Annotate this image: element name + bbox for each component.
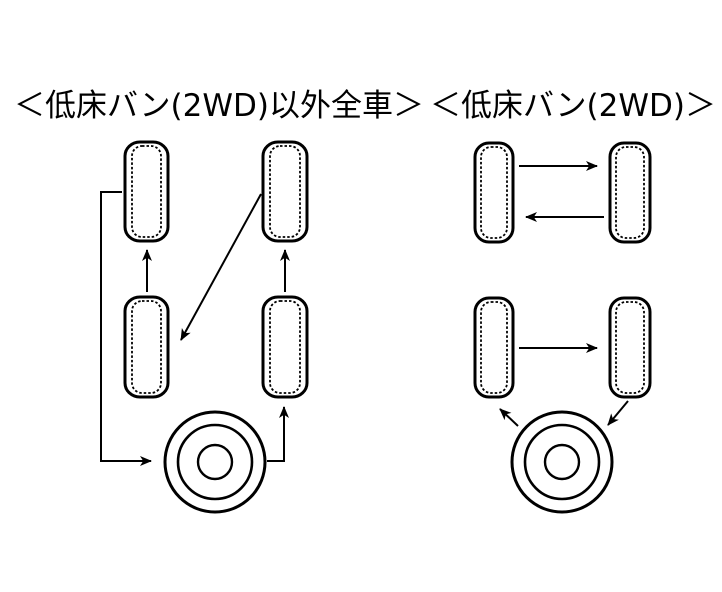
diagram-title-low-floor-van: ＜低床バン(2WD)＞	[430, 88, 716, 124]
spare-middle-ring	[176, 423, 254, 501]
tire-rear-left	[473, 296, 515, 399]
tire-front-left	[473, 141, 515, 244]
tire-tread	[615, 146, 645, 239]
tire-outline	[123, 140, 170, 243]
tire-tread	[131, 300, 162, 394]
tire-outline	[261, 140, 309, 243]
tire-rear-right	[608, 296, 652, 399]
tire-outline	[261, 295, 309, 399]
spare-hub-ring	[196, 443, 234, 481]
tire-outline	[473, 296, 515, 399]
spare-outer-ring	[163, 410, 267, 514]
arrow-spare-to-rear-left	[499, 408, 519, 427]
tire-outline	[608, 296, 652, 399]
tire-outline	[608, 141, 652, 244]
diagram-title-standard: ＜低床バン(2WD)以外全車＞	[14, 88, 424, 124]
tire-outline	[473, 141, 515, 244]
tire-rear-right	[261, 295, 309, 399]
tire-outline	[123, 295, 170, 399]
spare-tire	[510, 410, 614, 514]
tire-tread	[615, 301, 645, 394]
tire-tread	[131, 145, 162, 238]
arrow-front-left-to-spare	[100, 191, 152, 466]
spare-hub-ring	[543, 443, 581, 481]
tire-tread	[269, 145, 301, 238]
spare-middle-ring	[523, 423, 601, 501]
arrow-rear-right-to-spare	[607, 400, 629, 426]
tire-front-right	[261, 140, 309, 243]
tire-rear-left	[123, 295, 170, 399]
spare-outer-ring	[510, 410, 614, 514]
diagram-standard-rotation	[100, 140, 309, 514]
tire-front-left	[123, 140, 170, 243]
diagram-low-floor-van-rotation	[473, 141, 652, 514]
tire-tread	[269, 300, 301, 394]
spare-tire	[163, 410, 267, 514]
tire-front-right	[608, 141, 652, 244]
arrow-front-right-to-rear-left	[180, 193, 262, 341]
arrow-spare-to-rear-right	[267, 406, 289, 462]
